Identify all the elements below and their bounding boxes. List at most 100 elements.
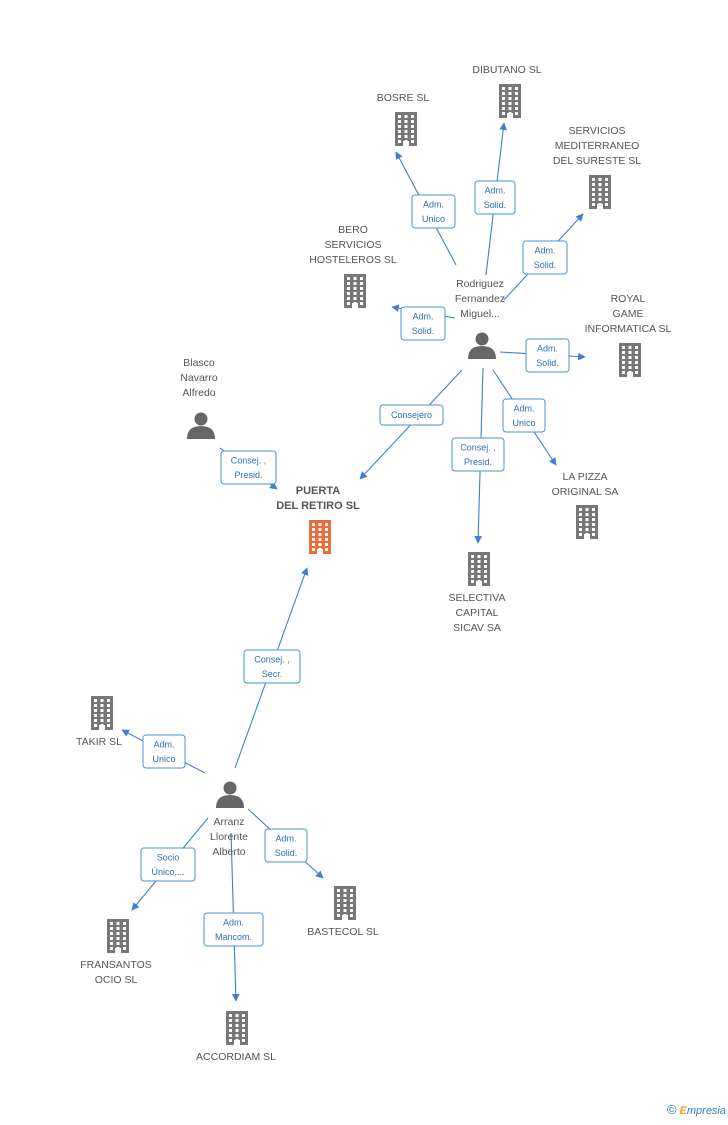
edge-label-box	[411, 194, 456, 229]
edge-label-text: Unico	[422, 214, 445, 224]
building-icon	[107, 919, 129, 953]
node-label: Navarro	[180, 372, 218, 384]
edge-label-box	[379, 404, 444, 426]
node-takir[interactable]: TAKIR SL	[76, 696, 122, 748]
edge-blasco[interactable]: Consej. ,Presid.	[219, 447, 278, 490]
edge-label-box	[142, 734, 186, 769]
node-label: GAME	[613, 308, 644, 320]
node-label: OCIO SL	[95, 974, 138, 986]
node-label: Blasco	[183, 357, 215, 369]
node-label: Miguel...	[460, 308, 500, 320]
node-label: Llorente	[210, 831, 248, 843]
node-label: DEL RETIRO SL	[276, 500, 360, 512]
edge-lapizza[interactable]: Adm.Unico	[492, 369, 557, 466]
edge-label-text: Solid.	[534, 260, 557, 270]
edge-label-text: Mancom.	[215, 932, 252, 942]
edges-layer: Adm.Solid.Adm.UnicoAdm.Solid.Adm.Solid.A…	[121, 122, 586, 1002]
person-icon	[468, 332, 496, 359]
building-icon	[395, 112, 417, 146]
node-label: ORIGINAL SA	[552, 486, 619, 498]
edge-servicios[interactable]: Adm.Solid.	[503, 213, 584, 301]
edge-label-text: Presid.	[464, 457, 492, 467]
node-royal[interactable]: ROYAL GAME INFORMATICA SL	[585, 293, 672, 377]
node-label: BASTECOL SL	[307, 926, 379, 938]
node-label: SERVICIOS	[325, 239, 382, 251]
edge-label-text: Consejero	[391, 410, 432, 420]
edge-label-text: Solid.	[412, 326, 435, 336]
edge-label-text: Consej. ,	[254, 654, 290, 664]
building-icon	[309, 520, 331, 554]
edge-takir[interactable]: Adm. Unico	[121, 729, 206, 774]
node-dibutano[interactable]: DIBUTANO SL	[472, 64, 542, 118]
node-label: SELECTIVA	[449, 592, 506, 604]
edge-bosre[interactable]: Adm. Unico	[395, 151, 457, 266]
node-label: Rodriguez	[456, 278, 504, 290]
person-icon	[187, 412, 215, 439]
node-label: ACCORDIAM SL	[196, 1051, 276, 1063]
edge-label-text: Unico	[152, 754, 175, 764]
node-label: Alberto	[212, 846, 245, 858]
edge-label-box	[264, 828, 308, 863]
edge-label-text: Adm.	[275, 833, 296, 843]
edge-label-text: Solid.	[484, 200, 507, 210]
node-label: SICAV SA	[453, 622, 501, 634]
building-icon	[589, 175, 611, 209]
edge-label-text: Socio	[157, 852, 180, 862]
edge-dibutano[interactable]: Adm.Solid.	[474, 122, 516, 276]
node-label: MEDITERRANEO	[555, 140, 640, 152]
building-icon	[334, 886, 356, 920]
edge-label-box	[474, 180, 516, 215]
edge-label-text: Adm.	[153, 739, 174, 749]
node-accordiam[interactable]: ACCORDIAM SL	[196, 1011, 276, 1063]
edge-label-text: Adm.	[513, 403, 534, 413]
edge-label-text: Adm.	[537, 343, 558, 353]
node-label: FRANSANTOS	[80, 959, 152, 971]
edge-label-box	[140, 847, 196, 882]
brand-name: mpresia	[686, 1105, 726, 1117]
building-icon	[499, 84, 521, 118]
edge-accordiam[interactable]: Adm.Mancom.	[203, 832, 264, 1002]
edge-label-text: Consej. ,	[231, 455, 267, 465]
edge-consejero[interactable]: Consejero	[359, 369, 463, 480]
empresia-brand[interactable]: ©Empresia	[667, 1102, 726, 1117]
edge-label-box	[400, 306, 446, 341]
node-rodriguez[interactable]: RodriguezFernandezMiguel...	[455, 278, 505, 359]
edge-label-box	[502, 398, 546, 433]
edge-bero[interactable]: Adm. Solid.	[391, 304, 456, 341]
edge-fransantos[interactable]: SocioÚnico,...	[131, 817, 209, 911]
building-icon	[576, 505, 598, 539]
edge-selectiva[interactable]: Consej. ,Presid.	[451, 367, 505, 544]
edge-label-text: Secr.	[262, 669, 283, 679]
edge-bastecol[interactable]: Adm.Solid.	[247, 808, 324, 879]
brand-initial: E	[679, 1105, 687, 1117]
node-puerta[interactable]: PUERTA DEL RETIRO SL	[276, 485, 360, 554]
node-bastecol[interactable]: BASTECOL SL	[307, 886, 379, 938]
node-bosre[interactable]: BOSRE SL	[377, 92, 430, 146]
node-label: ROYAL	[611, 293, 646, 305]
node-lapizza[interactable]: LA PIZZA ORIGINAL SA	[552, 471, 619, 539]
node-label: LA PIZZA	[563, 471, 608, 483]
edge-label-text: Adm.	[423, 199, 444, 209]
building-icon	[619, 343, 641, 377]
nodes-layer: PUERTA DEL RETIRO SL DIBUTANO SL BOSRE SL SE…	[76, 64, 671, 1063]
node-label: Fernandez	[455, 293, 505, 305]
edge-label-text: Adm.	[412, 311, 433, 321]
building-icon	[91, 696, 113, 730]
node-label: INFORMATICA SL	[585, 323, 672, 335]
copyright-icon: ©	[666, 1102, 677, 1117]
building-icon	[468, 552, 490, 586]
edge-label-box	[203, 912, 264, 947]
node-label: BERO	[338, 224, 368, 236]
node-label: PUERTA	[296, 485, 340, 497]
edge-royal[interactable]: Adm. Solid.	[499, 338, 586, 373]
edge-label-text: Solid.	[536, 358, 559, 368]
node-fransantos[interactable]: FRANSANTOS OCIO SL	[80, 919, 152, 986]
person-icon	[216, 781, 244, 808]
edge-arranz[interactable]: Consej. , Secr.	[234, 567, 309, 769]
